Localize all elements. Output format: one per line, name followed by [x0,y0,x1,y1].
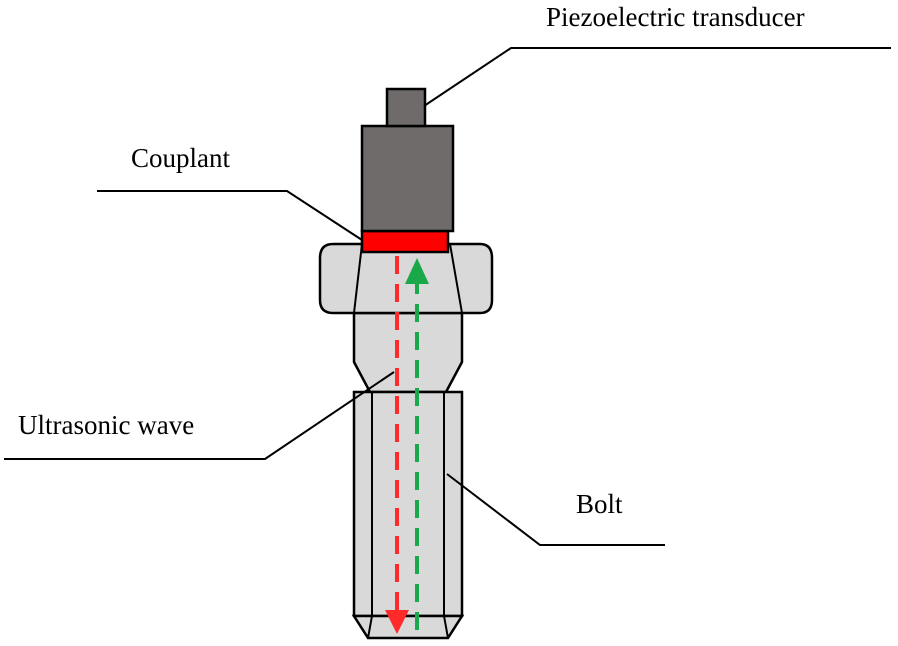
wave-label: Ultrasonic wave [18,410,194,440]
outgoing-wave-arrowhead [385,610,409,634]
couplant-leader [97,190,363,241]
bolt [351,311,465,640]
bolt-neck [352,311,464,394]
bolt-head [318,242,494,315]
bolt-leader [446,473,665,546]
transducer-connector [385,87,427,128]
ultrasonic-wave-arrows [385,256,429,634]
transducer-label: Piezoelectric transducer [546,2,805,32]
bolt-head-facet-left [353,243,363,314]
couplant-layer [360,229,450,254]
bolt-head-facet-right [449,243,463,314]
leader-lines [4,47,891,546]
piezoelectric-transducer [360,87,455,233]
bolt-head-body [318,242,494,315]
couplant-label: Couplant [131,143,230,173]
transducer-leader [423,47,891,107]
echo-wave-arrowhead [405,258,429,284]
bolt-label: Bolt [576,489,623,519]
wave-leader [4,371,395,460]
bolt-shank [352,390,464,618]
transducer-body [360,124,455,233]
